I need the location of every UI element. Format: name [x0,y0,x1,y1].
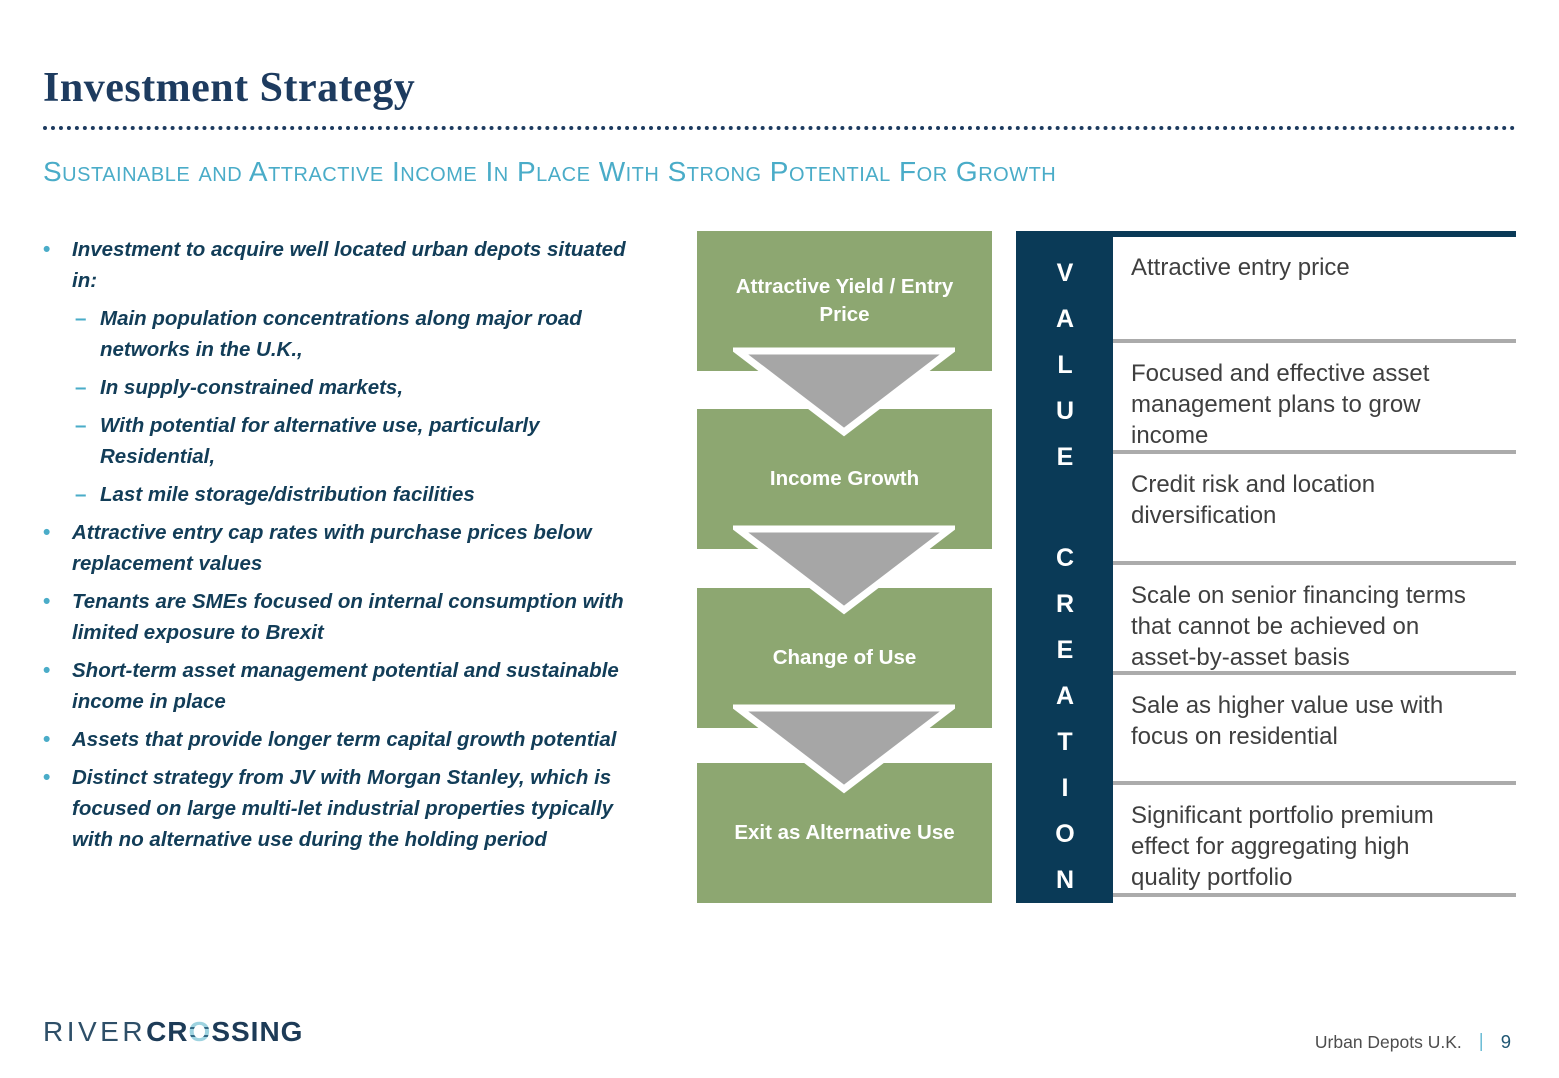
list-item: • Investment to acquire well located urb… [43,234,693,296]
value-label: VALUE [1051,259,1079,489]
arrow-down-icon [733,347,955,437]
list-item-text: Investment to acquire well located urban… [72,238,626,292]
dash-icon: – [75,307,87,330]
dash-icon: – [75,376,87,399]
document-title: Urban Depots U.K. [1314,1031,1462,1052]
creation-label: CREATION [1051,544,1079,912]
bullet-icon: • [43,590,51,613]
footer-right: Urban Depots U.K. | 9 [1315,1031,1511,1053]
list-item-text: In supply-constrained markets, [100,376,404,399]
dash-icon: – [75,414,87,437]
list-item: – In supply-constrained markets, [75,372,693,403]
list-item-text: Attractive entry cap rates with purchase… [72,521,592,575]
bullet-list: • Investment to acquire well located urb… [43,234,693,862]
list-item: • Assets that provide longer term capita… [43,724,693,755]
value-creation-panel: VALUE CREATION Attractive entry price Fo… [1016,231,1516,912]
list-item: – Last mile storage/distribution facilit… [75,479,693,510]
arrow-down-icon [733,525,955,615]
slide-subtitle: Sustainable and Attractive Income In Pla… [43,156,1057,187]
logo-wave-o-icon: O [188,1016,212,1047]
bullet-icon: • [43,238,51,261]
dash-icon: – [75,483,87,506]
value-item: Attractive entry price [1113,237,1516,343]
footer-separator: | [1478,1031,1484,1052]
logo-text: SSING [211,1016,304,1047]
page-number: 9 [1500,1031,1511,1052]
list-item-text: Tenants are SMEs focused on internal con… [72,590,624,644]
list-item: – With potential for alternative use, pa… [75,410,693,472]
value-item: Credit risk and location diversification [1113,454,1516,565]
flow-diagram: Attractive Yield / Entry Price Income Gr… [697,231,992,903]
value-creation-bar: VALUE CREATION [1016,237,1113,912]
title-dotted-rule [43,126,1516,130]
value-item: Significant portfolio premium effect for… [1113,785,1516,897]
logo-text: CR [146,1016,189,1047]
rivercrossing-logo: RIVERCROSSING [43,1016,304,1047]
bullet-icon: • [43,728,51,751]
list-item: – Main population concentrations along m… [75,303,693,365]
list-item-text: Last mile storage/distribution facilitie… [100,483,475,506]
bullet-icon: • [43,521,51,544]
list-item-text: Assets that provide longer term capital … [72,728,617,751]
list-item: • Short-term asset management potential … [43,655,693,717]
bullet-icon: • [43,659,51,682]
list-item: • Attractive entry cap rates with purcha… [43,517,693,579]
list-item-text: Short-term asset management potential an… [72,659,619,713]
value-item: Scale on senior financing terms that can… [1113,565,1516,675]
list-item-text: With potential for alternative use, part… [100,414,540,468]
list-item-text: Main population concentrations along maj… [100,307,582,361]
value-creation-items: Attractive entry price Focused and effec… [1113,237,1516,903]
list-item-text: Distinct strategy from JV with Morgan St… [72,766,614,851]
list-item: • Tenants are SMEs focused on internal c… [43,586,693,648]
list-item: • Distinct strategy from JV with Morgan … [43,762,693,855]
page-title: Investment Strategy [43,65,416,111]
bullet-icon: • [43,766,51,789]
arrow-down-icon [733,704,955,794]
value-item: Focused and effective asset management p… [1113,343,1516,454]
value-item: Sale as higher value use with focus on r… [1113,675,1516,785]
